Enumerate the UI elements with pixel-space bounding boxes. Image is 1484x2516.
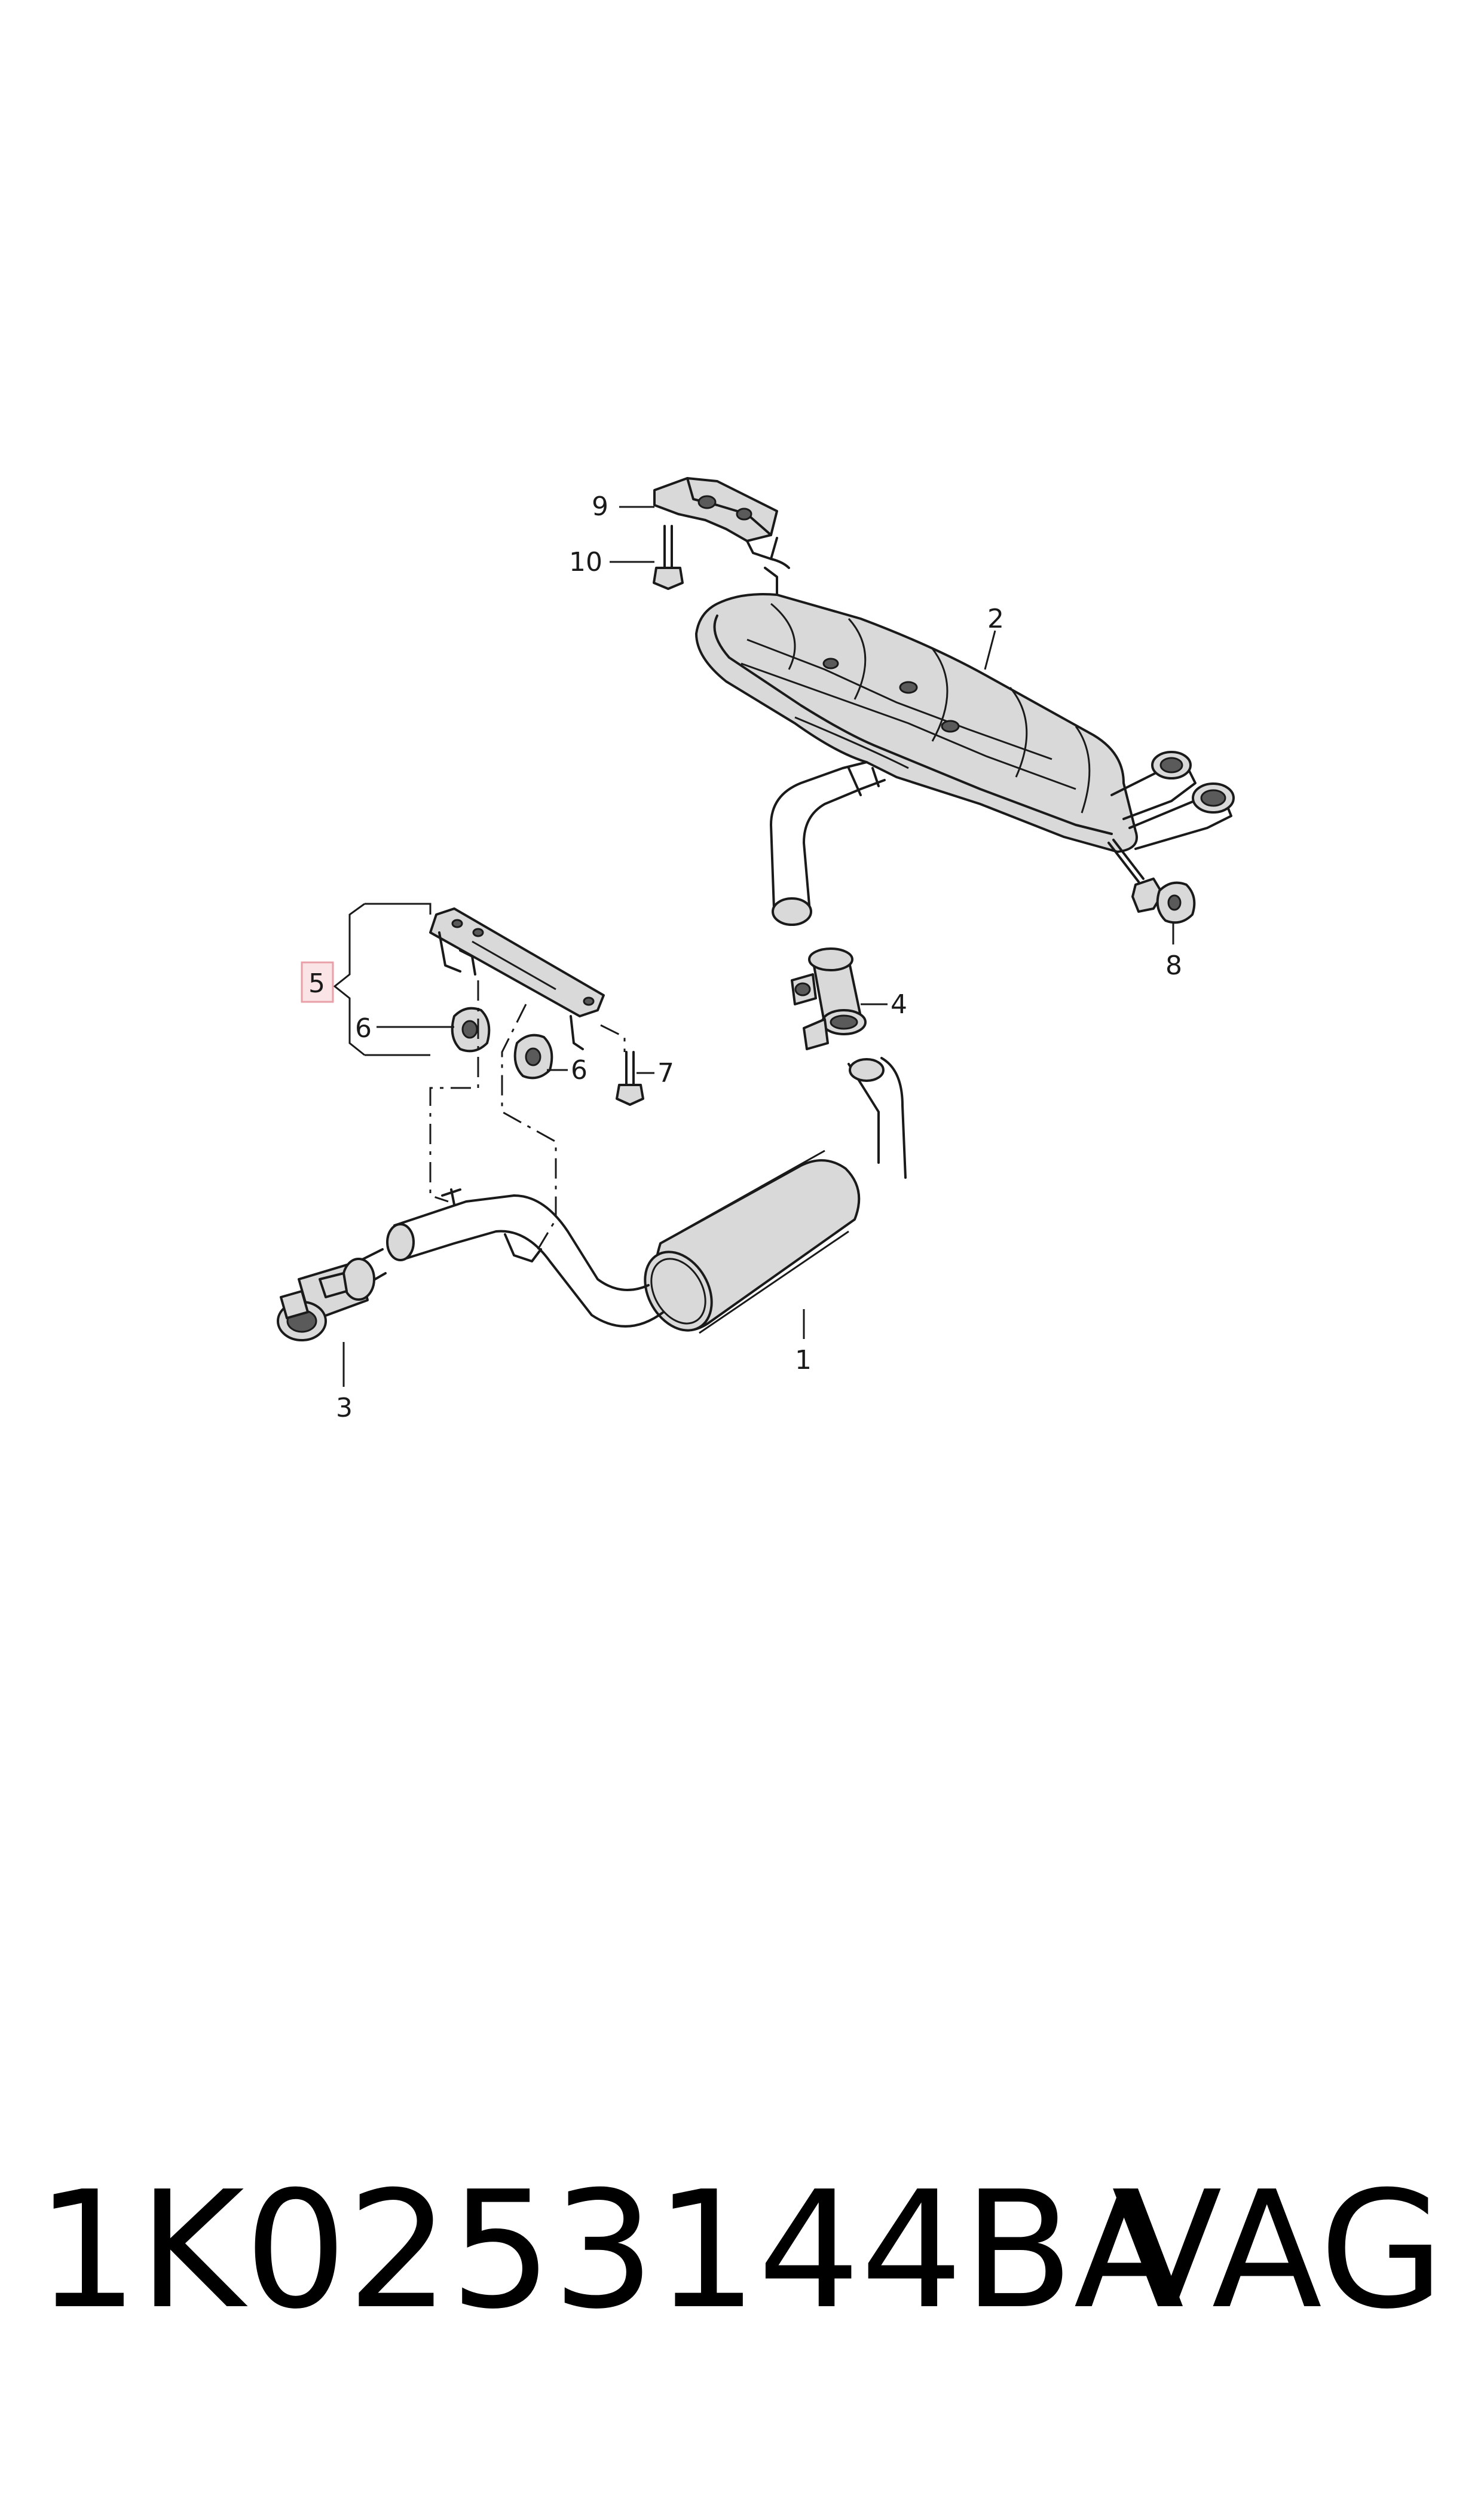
part-9-hanger-bracket bbox=[653, 477, 790, 569]
part-number: 1K0253144BA bbox=[36, 2156, 1185, 2344]
part-2-rear-silencer bbox=[695, 567, 1138, 853]
callout-10: 10 bbox=[569, 547, 602, 577]
callout-6-right: 6 bbox=[571, 1055, 588, 1086]
part-6-rubber-mount-right bbox=[513, 1034, 553, 1080]
highlight-box-5 bbox=[301, 961, 334, 1003]
callout-6-left: 6 bbox=[355, 1013, 372, 1044]
callout-9: 9 bbox=[592, 491, 608, 522]
part-5-support-bracket bbox=[429, 907, 605, 1050]
part-6-rubber-mount-left bbox=[451, 1007, 491, 1053]
connector-pipe-upper bbox=[770, 761, 886, 926]
callout-8: 8 bbox=[1165, 950, 1182, 981]
part-2-tailpipes bbox=[1110, 751, 1235, 850]
part-8-rubber-mount bbox=[1107, 839, 1196, 924]
group-brace-5 bbox=[333, 903, 432, 1056]
brand-name: VAG bbox=[1112, 2156, 1445, 2344]
callout-5: 5 bbox=[308, 968, 325, 999]
part-4-clamp bbox=[791, 947, 867, 1050]
assembly-guide-lines bbox=[429, 980, 626, 1250]
part-7-bolt bbox=[616, 1051, 644, 1106]
part-10-bolt bbox=[653, 525, 684, 590]
callout-7: 7 bbox=[657, 1058, 674, 1089]
callout-3: 3 bbox=[336, 1393, 353, 1423]
callout-2: 2 bbox=[987, 604, 1004, 634]
part-1-center-silencer bbox=[644, 1057, 907, 1334]
part-3-front-clamp bbox=[277, 1248, 387, 1341]
part-1-front-pipe bbox=[386, 1188, 665, 1328]
callout-1: 1 bbox=[795, 1345, 812, 1375]
leader-lines bbox=[342, 506, 1174, 1387]
callout-4: 4 bbox=[891, 989, 907, 1020]
